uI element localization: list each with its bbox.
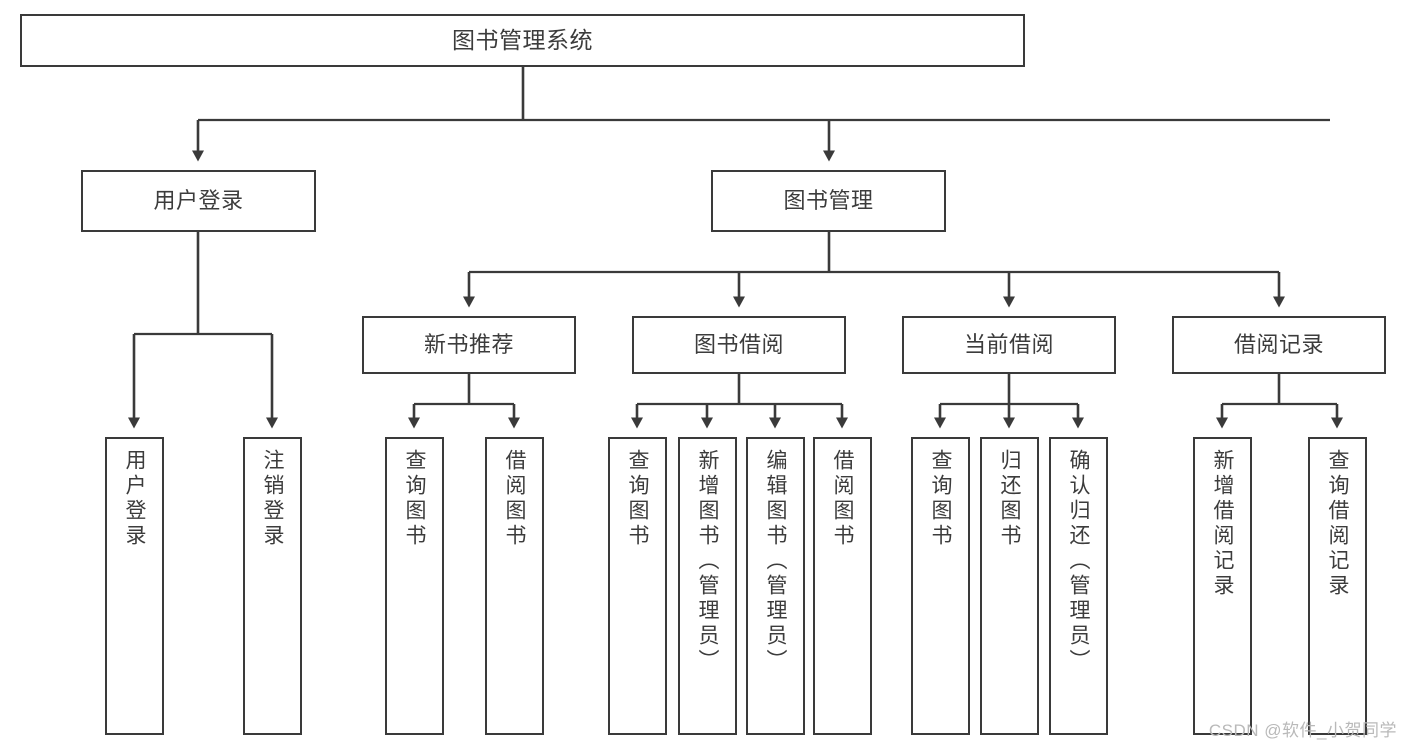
leaf-query-book-borrow[interactable]: 查询图书	[608, 437, 667, 735]
node-label: 借阅记录	[1233, 331, 1324, 357]
node-label: 新增借阅记录	[1211, 449, 1234, 599]
leaf-borrow-book-recommend[interactable]: 借阅图书	[485, 437, 544, 735]
node-label: 图书管理	[783, 187, 874, 213]
leaf-borrow-book[interactable]: 借阅图书	[813, 437, 872, 735]
node-label: 查询图书	[626, 449, 649, 549]
leaf-edit-book[interactable]: 编辑图书（管理员）	[746, 437, 805, 735]
leaf-query-borrow-record[interactable]: 查询借阅记录	[1308, 437, 1367, 735]
node-label: 当前借阅	[963, 331, 1054, 357]
node-label: 查询图书	[929, 449, 952, 549]
node-label: 查询图书	[403, 449, 426, 549]
csdn-watermark: CSDN @软件_小贺同学	[1208, 721, 1397, 740]
leaf-add-book[interactable]: 新增图书（管理员）	[678, 437, 737, 735]
node-label: 确认归还（管理员）	[1067, 449, 1090, 674]
leaf-logout-login[interactable]: 注销登录	[243, 437, 302, 735]
node-label: 编辑图书（管理员）	[764, 449, 787, 674]
leaf-user-login[interactable]: 用户登录	[105, 437, 164, 735]
node-label: 新书推荐	[423, 331, 514, 357]
node-label: 图书管理系统	[452, 26, 593, 53]
leaf-add-borrow-record[interactable]: 新增借阅记录	[1193, 437, 1252, 735]
leaf-return-book[interactable]: 归还图书	[980, 437, 1039, 735]
node-book-borrow[interactable]: 图书借阅	[632, 316, 846, 374]
node-current-borrow[interactable]: 当前借阅	[902, 316, 1116, 374]
node-label: 注销登录	[261, 449, 284, 549]
node-borrow-record[interactable]: 借阅记录	[1172, 316, 1386, 374]
node-label: 归还图书	[998, 449, 1021, 549]
node-label: 用户登录	[123, 449, 146, 549]
node-label: 新增图书（管理员）	[696, 449, 719, 674]
node-label: 查询借阅记录	[1326, 449, 1349, 599]
leaf-query-book-recommend[interactable]: 查询图书	[385, 437, 444, 735]
node-label: 用户登录	[153, 187, 244, 213]
node-label: 借阅图书	[503, 449, 526, 549]
leaf-confirm-return[interactable]: 确认归还（管理员）	[1049, 437, 1108, 735]
node-label: 借阅图书	[831, 449, 854, 549]
leaf-query-book-current[interactable]: 查询图书	[911, 437, 970, 735]
node-new-book-recommend[interactable]: 新书推荐	[362, 316, 576, 374]
node-label: 图书借阅	[693, 331, 784, 357]
node-book-manage[interactable]: 图书管理	[711, 170, 946, 232]
node-root-system[interactable]: 图书管理系统	[20, 14, 1025, 67]
node-user-login[interactable]: 用户登录	[81, 170, 316, 232]
